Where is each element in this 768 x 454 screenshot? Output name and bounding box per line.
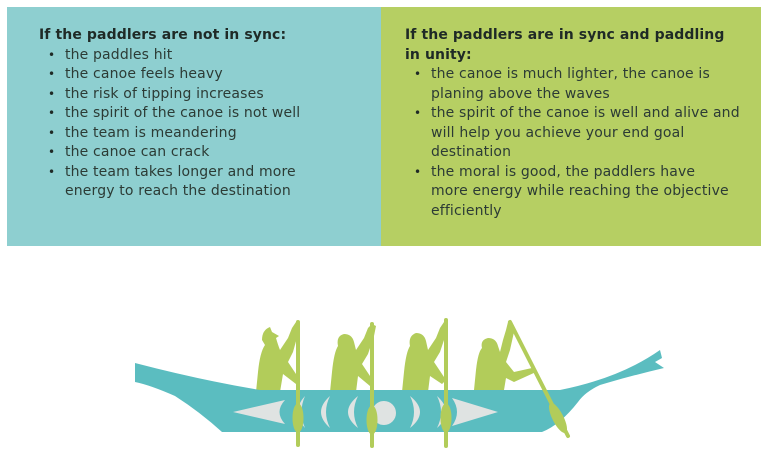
- not-in-sync-panel: If the paddlers are not in sync: the pad…: [7, 7, 381, 246]
- hull-design-icon: [233, 396, 498, 428]
- paddler-icon: [256, 322, 536, 392]
- list-item: the canoe is much lighter, the canoe is …: [414, 65, 746, 104]
- list-item: the paddles hit: [48, 46, 381, 66]
- canoe-hull-icon: [135, 350, 664, 432]
- paddle-icon: [292, 318, 570, 448]
- list-item: the canoe feels heavy: [48, 65, 381, 85]
- list-item: the team takes longer and more energy to…: [48, 163, 330, 202]
- list-item: the moral is good, the paddlers have mor…: [414, 163, 736, 222]
- list-item: the spirit of the canoe is not well: [48, 104, 381, 124]
- not-in-sync-list: the paddles hit the canoe feels heavy th…: [39, 46, 381, 202]
- list-item: the spirit of the canoe is well and aliv…: [414, 104, 741, 163]
- not-in-sync-title: If the paddlers are not in sync:: [39, 27, 287, 43]
- list-item: the canoe can crack: [48, 143, 381, 163]
- list-item: the team is meandering: [48, 124, 381, 144]
- comparison-panels: If the paddlers are not in sync: the pad…: [7, 7, 761, 246]
- list-item: the risk of tipping increases: [48, 85, 381, 105]
- in-sync-panel: If the paddlers are in sync and paddling…: [381, 7, 761, 246]
- in-sync-title: If the paddlers are in sync and paddling…: [405, 27, 725, 63]
- in-sync-list: the canoe is much lighter, the canoe is …: [405, 65, 741, 221]
